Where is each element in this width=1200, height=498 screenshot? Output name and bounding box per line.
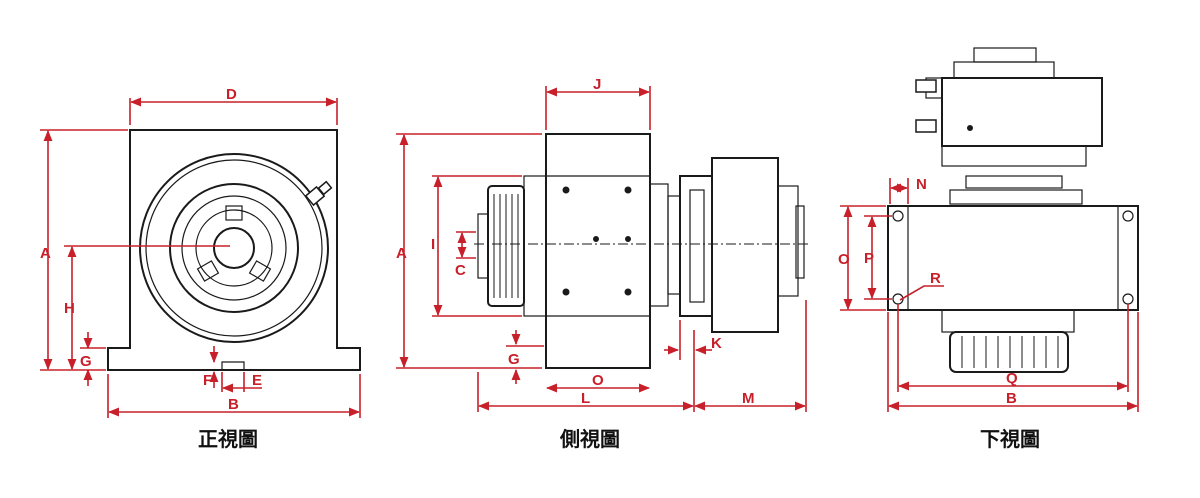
front-chuck-face <box>181 195 287 301</box>
front-jaw-left <box>196 260 220 282</box>
dim-F-label: F <box>203 372 212 389</box>
bottom-grease-fitting-icon <box>915 79 937 133</box>
front-center-bore <box>213 227 255 269</box>
dim-B-label: B <box>228 396 239 413</box>
bottom-housing <box>887 205 1139 311</box>
side-main-block <box>545 133 651 369</box>
side-bolt-icon <box>624 186 632 194</box>
side-collar-2 <box>667 195 681 295</box>
dim-A-label: A <box>40 245 51 262</box>
dim-Q-label: Q <box>1006 370 1018 387</box>
side-chuck-jaws <box>795 205 805 279</box>
bottom-chuck-jaws <box>973 47 1037 63</box>
bottom-hole-icon <box>1122 293 1134 305</box>
dim-C-label: C <box>455 262 466 279</box>
dim-N-label: N <box>916 176 927 193</box>
front-outer-ring-inner <box>145 159 323 337</box>
dim-O2-label: O <box>838 251 850 268</box>
bottom-lower-flange <box>941 309 1075 333</box>
side-bolt-icon <box>625 236 631 242</box>
dim-A2-label: A <box>396 245 407 262</box>
bottom-bolt-icon <box>967 125 973 131</box>
bottom-collar-3 <box>949 189 1083 205</box>
side-flange-left <box>523 175 547 317</box>
dim-P-label: P <box>864 250 874 267</box>
front-jaw-right <box>248 260 272 282</box>
side-bolt-icon <box>562 186 570 194</box>
bottom-chuck-body <box>941 77 1103 147</box>
bottom-view-caption: 下視圖 <box>980 427 1040 451</box>
side-chuck <box>711 157 779 333</box>
dim-R-leader <box>899 285 944 301</box>
side-bolt-icon <box>624 288 632 296</box>
dim-B2-label: B <box>1006 390 1017 407</box>
dim-I-label: I <box>431 236 435 253</box>
front-chuck-body <box>169 183 299 313</box>
front-outer-ring <box>139 153 329 343</box>
dim-K-label: K <box>711 335 722 352</box>
dim-D-label: D <box>226 86 237 103</box>
side-pulley-teeth <box>493 194 519 298</box>
side-bolt-icon <box>562 288 570 296</box>
bottom-chuck-face <box>953 61 1055 79</box>
dim-O-label: O <box>592 372 604 389</box>
dim-G2-label: G <box>508 351 520 368</box>
dim-E-label: E <box>252 372 262 389</box>
front-view-caption: 正視圖 <box>198 427 258 451</box>
side-collar-1 <box>649 183 669 307</box>
side-chuck-rear <box>679 175 713 317</box>
dim-L-label: L <box>581 390 590 407</box>
bottom-hole-icon <box>892 210 904 222</box>
side-chuck-rear-inner <box>689 189 705 303</box>
bottom-pulley <box>949 331 1069 373</box>
dim-G-label: G <box>80 353 92 370</box>
front-jaw-top <box>225 205 243 221</box>
bottom-view: N O P R Q B 下視圖 <box>838 47 1139 451</box>
dim-H-label: H <box>64 300 75 317</box>
bottom-pulley-teeth <box>961 336 1059 368</box>
dim-R-label: R <box>930 270 941 287</box>
bottom-collar-2 <box>965 175 1063 189</box>
front-jaw-ring <box>195 209 273 287</box>
dim-J-label: J <box>593 76 601 93</box>
dim-M-label: M <box>742 390 755 407</box>
side-view: J A I C G O K L M 側視圖 <box>396 76 810 451</box>
front-base-slot <box>221 361 245 370</box>
side-bolt-icon <box>593 236 599 242</box>
front-housing-outline <box>107 129 361 371</box>
bottom-hole-icon <box>1122 210 1134 222</box>
side-pulley-hub <box>477 213 489 279</box>
side-view-caption: 側視圖 <box>559 427 620 451</box>
front-view: D A H G F E B 正視圖 <box>40 86 361 451</box>
side-chuck-front <box>777 185 799 297</box>
bottom-collar-1 <box>941 145 1087 167</box>
front-grease-fitting-icon <box>304 180 333 207</box>
